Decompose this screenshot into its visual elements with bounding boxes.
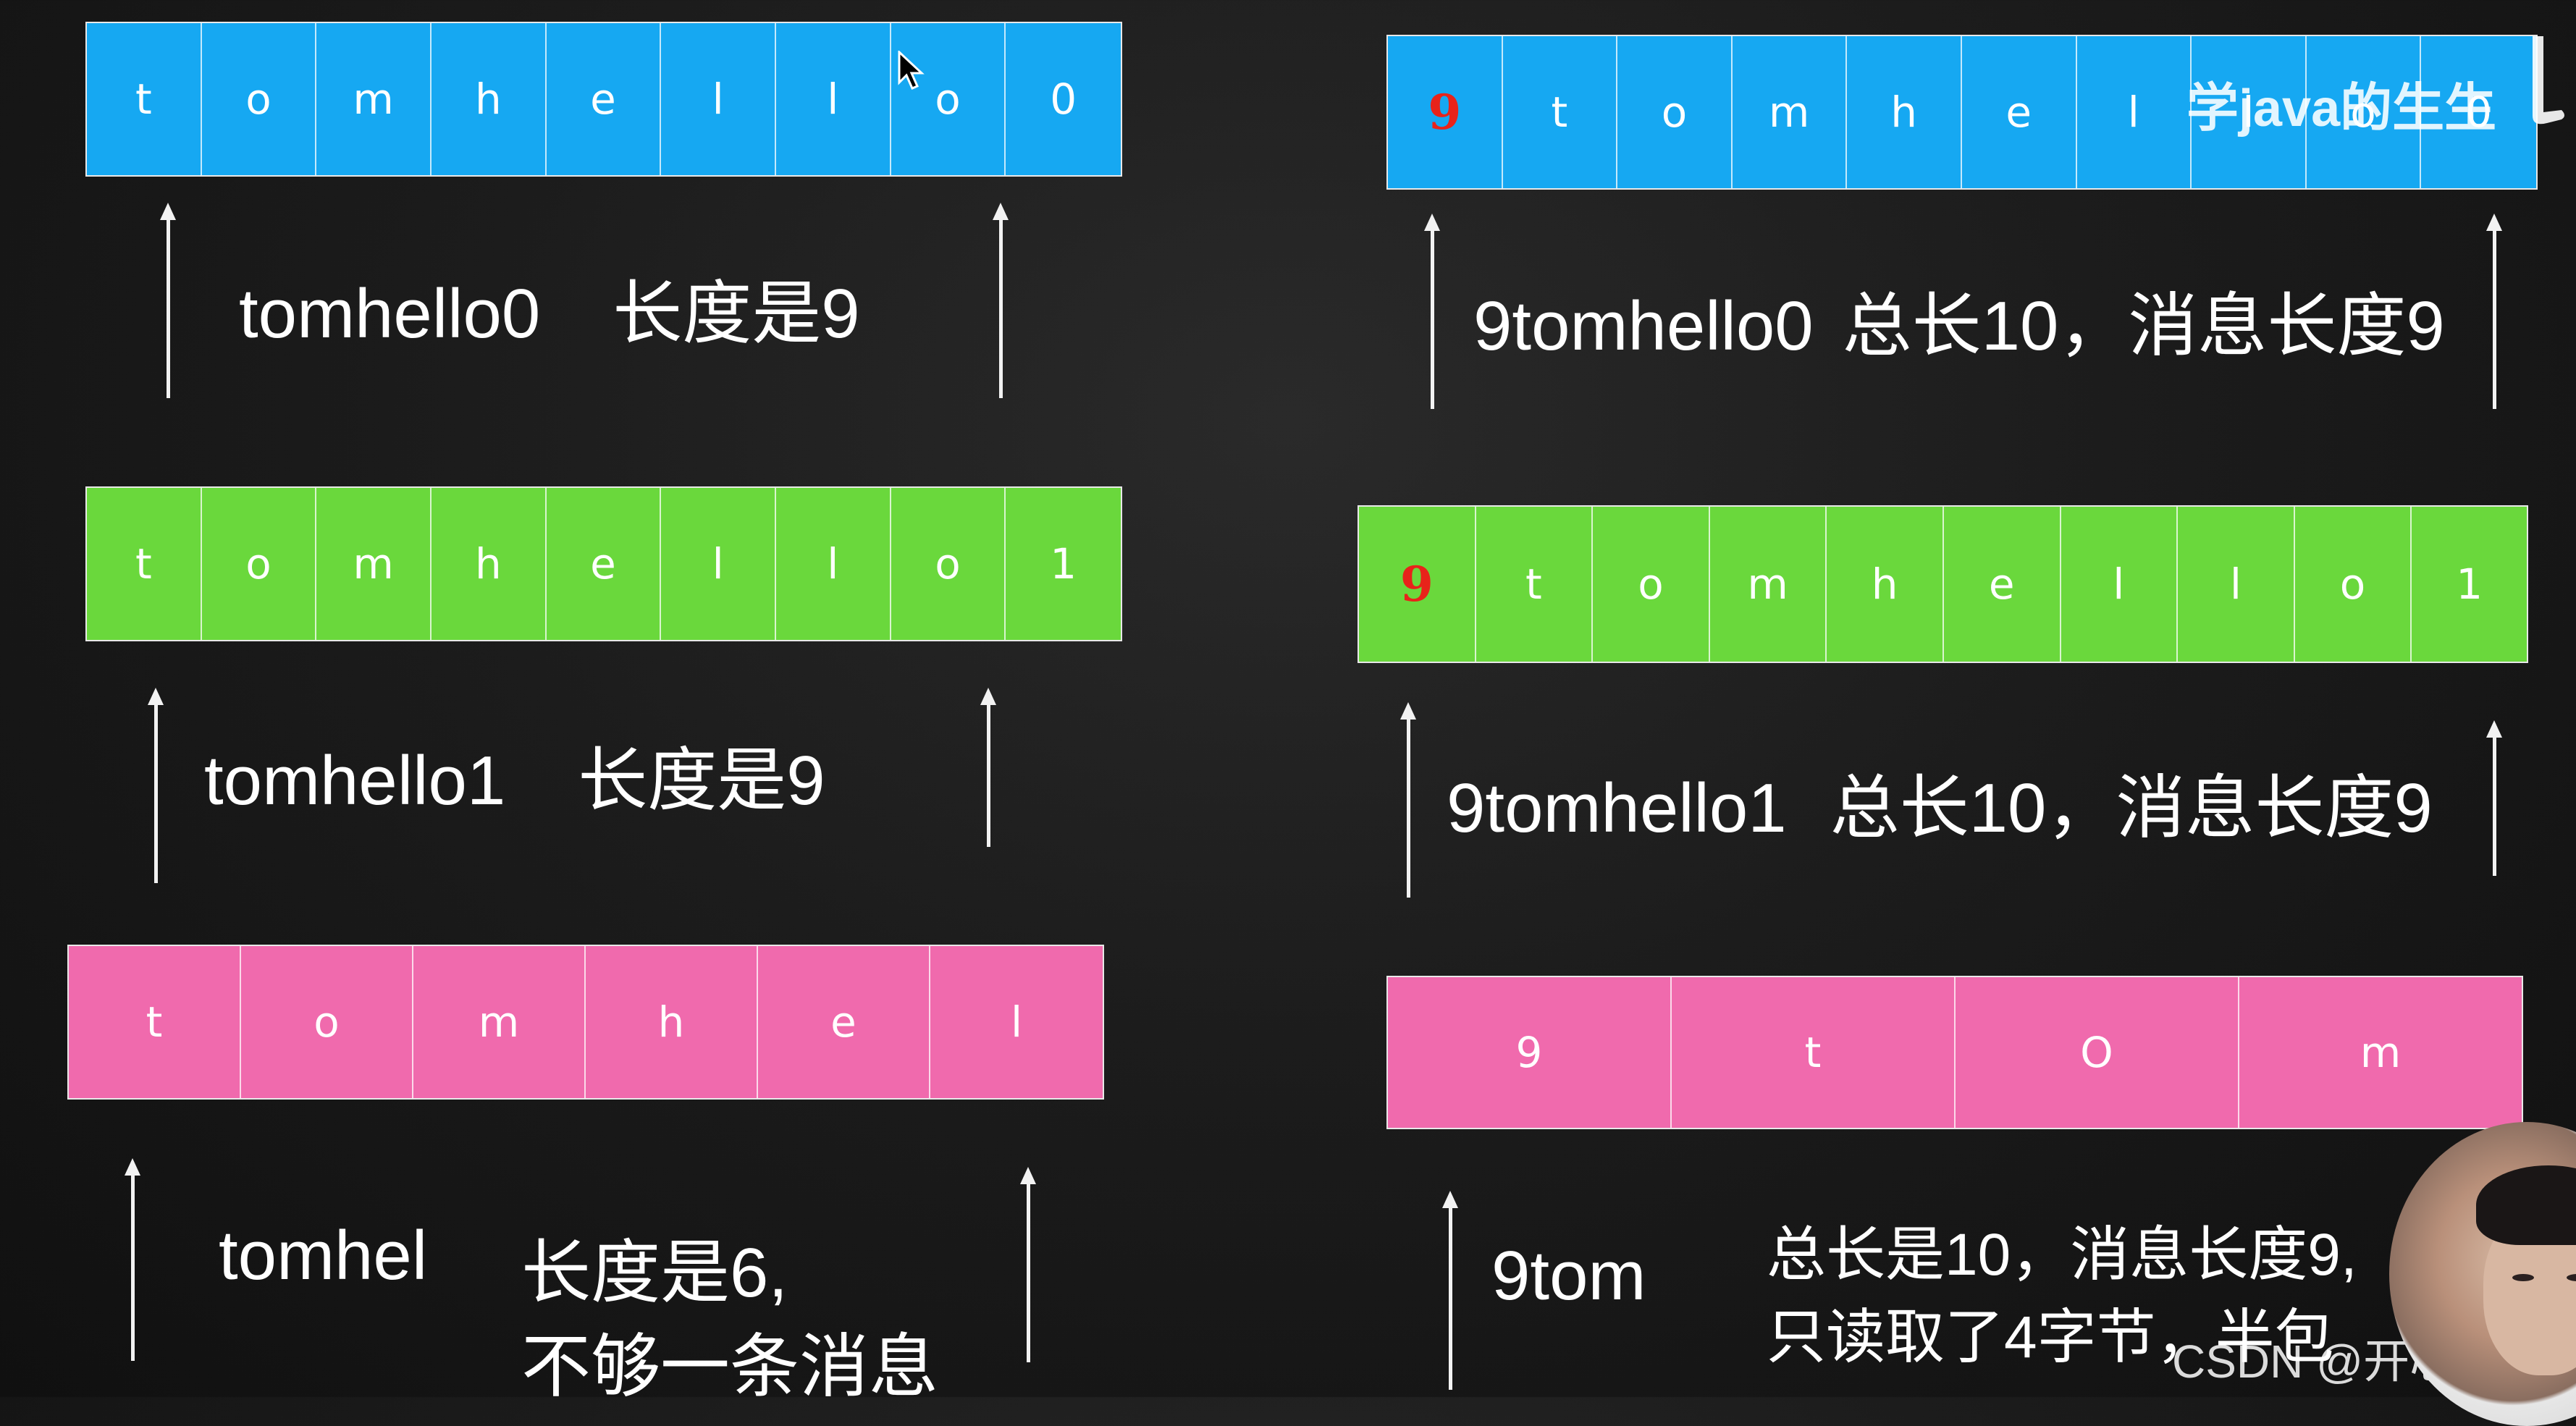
cell: m: [316, 23, 432, 175]
mouse-cursor-icon: [898, 51, 925, 90]
cell: 1: [2456, 560, 2483, 609]
message-label: 9tomhello1: [1447, 769, 1787, 847]
length-desc: 长度是9: [578, 742, 825, 819]
right-row-1-caption: 9tomhello0 总长10，消息长度9: [1473, 269, 2445, 370]
cell: o: [2307, 36, 2422, 188]
cell: l: [776, 23, 891, 175]
cell: t: [69, 946, 241, 1098]
right-row-2-cells: 9 t o m h e l l o 1: [1358, 505, 2528, 663]
left-row-2-caption: tomhello1 长度是9: [204, 724, 825, 824]
cell: t: [1672, 977, 1956, 1128]
message-label: tomhello1: [204, 742, 506, 819]
cell: o: [1617, 36, 1733, 188]
cell: e: [1944, 507, 2061, 662]
message-label: 9tomhello0: [1473, 287, 1814, 365]
presenter-webcam-avatar: [2389, 1122, 2576, 1426]
cell: t: [1503, 36, 1618, 188]
cell: l: [661, 488, 777, 640]
cell: o: [1593, 507, 1710, 662]
cell: 9: [1388, 977, 1672, 1128]
cell: h: [432, 23, 547, 175]
cell: e: [1962, 36, 2077, 188]
cell: m: [2360, 1028, 2402, 1077]
length-prefix-cell: 9: [1359, 507, 1476, 662]
cell: o: [202, 23, 317, 175]
cell: O: [1956, 977, 2239, 1128]
channel-watermark: 学java的生生: [2186, 80, 2497, 138]
left-row-1-cells: t o m h e l l o 0: [85, 22, 1122, 177]
cell: l: [776, 488, 891, 640]
cell: m: [316, 488, 432, 640]
length-desc: 长度是9: [613, 275, 860, 353]
cell: e: [547, 488, 662, 640]
length-desc: 总长10，消息长度9: [1830, 769, 2433, 847]
right-row-1-cells: 9 t o m h e l l o 0: [1386, 35, 2538, 190]
length-prefix-cell: 9: [1388, 36, 1503, 188]
right-row-3-cells: 9 t O m: [1386, 976, 2523, 1129]
cell: t: [1476, 507, 1594, 662]
right-row-3-desc-line2: 只读取了4字节，半包: [1767, 1304, 2334, 1370]
cell: o: [891, 23, 1006, 175]
cell: h: [1827, 507, 1944, 662]
channel-logo-icon: [2533, 36, 2564, 125]
cell: o: [2295, 507, 2412, 662]
cell: l: [2061, 507, 2179, 662]
left-row-1-caption: tomhello0 长度是9: [239, 257, 860, 358]
cell: h: [1847, 36, 1962, 188]
cell: m: [1710, 507, 1827, 662]
cell: e: [758, 946, 930, 1098]
cell: l: [661, 23, 777, 175]
cell: l: [2077, 36, 2192, 188]
left-row-3-desc-line2: 不够一条消息: [521, 1328, 938, 1406]
cell: m: [413, 946, 586, 1098]
left-row-3-label: tomhel: [219, 1217, 428, 1294]
cell: 0: [2465, 88, 2493, 137]
cell: o: [891, 488, 1006, 640]
cell: 1: [1050, 539, 1077, 588]
left-row-3-desc-line1: 长度是6,: [521, 1234, 788, 1312]
cell: h: [586, 946, 758, 1098]
left-row-2-cells: t o m h e l l o 1: [85, 486, 1122, 641]
cell: o: [241, 946, 413, 1098]
message-label: tomhello0: [239, 275, 541, 353]
cell: l: [2192, 36, 2307, 188]
cell: m: [1733, 36, 1848, 188]
right-row-2-caption: 9tomhello1 总长10，消息长度9: [1447, 751, 2433, 852]
right-row-3-label: 9tom: [1491, 1237, 1646, 1315]
cell: o: [202, 488, 317, 640]
cell: h: [432, 488, 547, 640]
cell: 0: [1050, 75, 1077, 124]
cell: l: [1010, 997, 1023, 1047]
left-row-3-cells: t o m h e l: [67, 945, 1104, 1100]
length-desc: 总长10，消息长度9: [1842, 287, 2445, 365]
cell: t: [87, 488, 202, 640]
cell: e: [547, 23, 662, 175]
right-row-3-desc-line1: 总长是10，消息长度9,: [1767, 1222, 2357, 1288]
cell: l: [2178, 507, 2295, 662]
cell: t: [87, 23, 202, 175]
